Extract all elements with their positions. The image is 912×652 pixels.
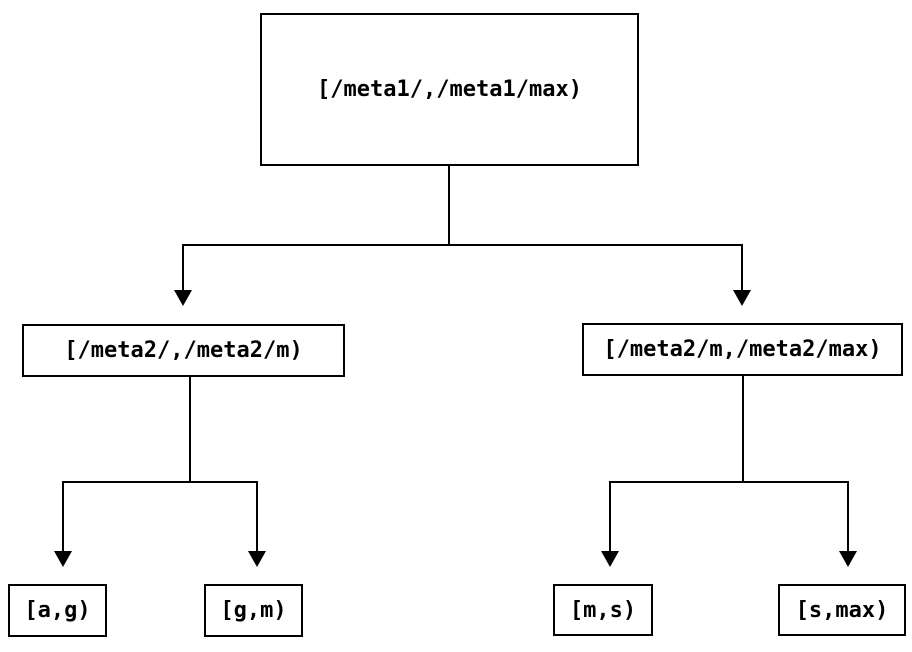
node-mid-left: [/meta2/,/meta2/m) [22,324,345,377]
node-leaf-ms: [m,s) [553,584,653,636]
node-root-label: [/meta1/,/meta1/max) [317,77,582,102]
node-leaf-ag: [a,g) [8,584,107,637]
arrowhead-mid-left [174,290,192,306]
node-mid-right-label: [/meta2/m,/meta2/max) [603,337,882,362]
node-leaf-smax: [s,max) [778,584,906,636]
node-leaf-gm: [g,m) [204,584,303,637]
node-leaf-ag-label: [a,g) [24,598,91,623]
arrowhead-leaf-smax [839,551,857,567]
node-leaf-smax-label: [s,max) [795,597,889,623]
node-mid-left-label: [/meta2/,/meta2/m) [64,338,303,363]
node-mid-right: [/meta2/m,/meta2/max) [582,323,903,376]
node-leaf-gm-label: [g,m) [220,598,287,623]
arrowhead-leaf-ag [54,551,72,567]
arrowhead-mid-right [733,290,751,306]
node-root: [/meta1/,/meta1/max) [260,13,639,166]
arrowhead-leaf-gm [248,551,266,567]
arrowhead-leaf-ms [601,551,619,567]
node-leaf-ms-label: [m,s) [569,597,637,623]
